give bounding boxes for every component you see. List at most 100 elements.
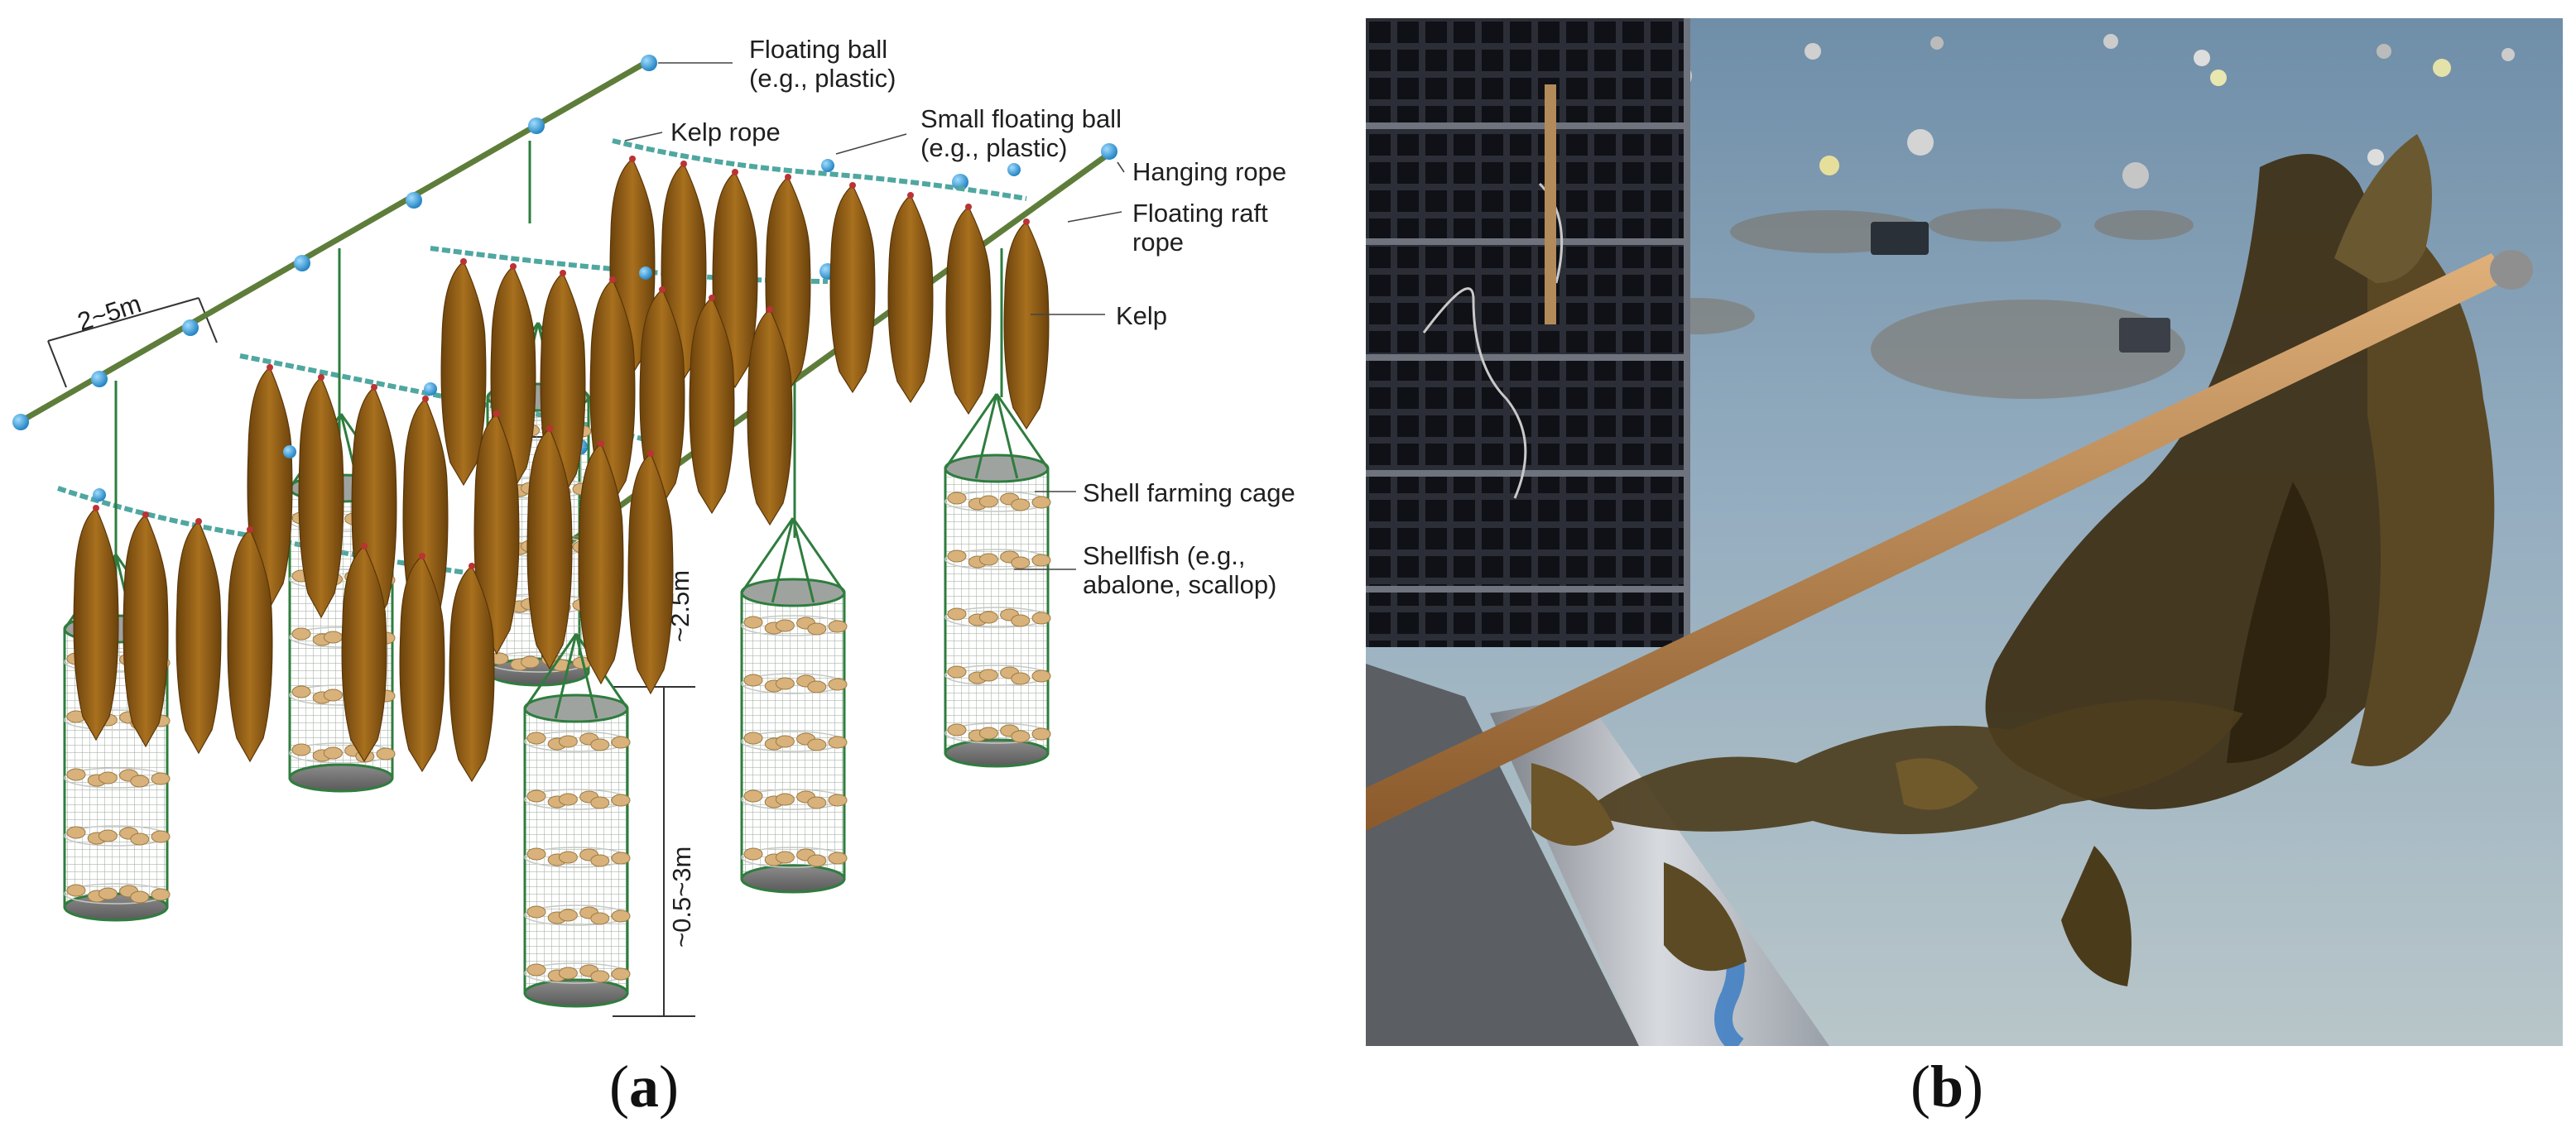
kelp-blade [627,453,674,695]
shellfish [611,852,631,865]
buoy [2122,162,2149,189]
buoy [2103,34,2118,49]
wooden-stick [1545,84,1556,324]
shellfish [807,854,827,867]
shellfish [828,852,848,865]
shellfish [1011,730,1031,743]
shellfish [978,611,998,624]
kelp-blade [175,521,222,755]
shellfish [590,970,610,983]
crate-frame [1366,18,1690,647]
shellfish [807,796,827,809]
kelp-knot [609,276,616,283]
kelp-knot [195,518,202,525]
shellfish [775,851,795,864]
shellfish [323,631,343,644]
cage-base [63,892,169,922]
shellfish [98,829,118,842]
kelp-knot [849,182,856,189]
kelp-knot [709,295,715,301]
kelp-rope-label: Kelp rope [670,118,781,146]
shellfish [947,665,967,679]
kelp-blade [473,413,520,655]
shellfish-label: Shellfish (e.g., abalone, scallop) [1083,541,1277,599]
buoy [2433,59,2451,77]
shellfish [1031,669,1051,683]
kelp-knot [965,204,972,210]
shellfish [1011,498,1031,511]
shellfish [828,678,848,691]
shellfish [151,830,171,843]
cage-base [740,864,846,894]
kelp-blade [747,309,793,526]
shellfish [775,793,795,806]
kelp-knot [267,364,273,371]
kelp-harvest-photo: (b) [1366,18,2563,1120]
shellfish [1011,614,1031,627]
shellfish [611,909,631,923]
shellfish [743,732,763,745]
shellfish [590,912,610,925]
floating-raft-rope [15,55,656,427]
kelp-blade [1003,221,1050,430]
shellfish [98,887,118,900]
shellfish [828,794,848,807]
shellfish [1031,496,1051,509]
shellfish [526,789,546,803]
shellfish [526,847,546,861]
shellfish [323,746,343,760]
raft-structure [12,55,1117,1008]
shellfish [526,732,546,745]
shellfish [526,963,546,976]
floating-ball [1101,143,1117,160]
shellfish [1011,672,1031,685]
kelp-knot [469,563,475,569]
buoy [1907,129,1934,156]
shellfish [828,620,848,633]
shellfish [743,616,763,629]
floating-ball [641,55,657,71]
small-floating-ball [93,488,106,501]
kelp-label: Kelp [1116,301,1168,330]
shellfish [66,768,86,781]
shellfish [98,771,118,785]
kelp-blade [887,194,934,404]
shellfish [611,736,631,749]
shellfish [611,967,631,981]
shellfish [947,723,967,737]
buoy [2502,48,2515,61]
shellfish [590,854,610,867]
shellfish [807,680,827,693]
kelp-knot [493,410,500,417]
shellfish [978,495,998,508]
shellfish [743,789,763,803]
floating-box [2119,318,2170,353]
kelp-knot [647,450,654,457]
shellfish [151,888,171,901]
shellfish [1031,727,1051,741]
shellfish [376,747,396,761]
floating-ball [528,118,545,134]
kelp-blade [73,507,119,741]
cage-base [523,978,629,1008]
shell-farming-cage-label: Shell farming cage [1083,478,1295,507]
diagram-canvas: 2~5m ~2.5m ~0.5~3m [12,55,1125,1017]
kelp-knot [460,258,467,265]
buoy [2377,44,2391,59]
floating-ball [12,414,29,430]
small-floating-ball [639,266,652,280]
shellfish [775,735,795,748]
kelp-rope [239,353,671,449]
kelp-mass [1531,154,2495,986]
kelp-knot [247,526,253,533]
buoy [1805,43,1821,60]
kelp-knot [510,263,517,270]
callout-leaders [624,62,1125,570]
shellfish [291,743,311,756]
floating-raft-rope-label: Floating raft rope [1132,199,1268,257]
shellfish [947,492,967,505]
shellfish [323,689,343,702]
floating-ball [406,192,422,209]
cage-cone [740,517,846,603]
kelp-blade [449,565,495,783]
